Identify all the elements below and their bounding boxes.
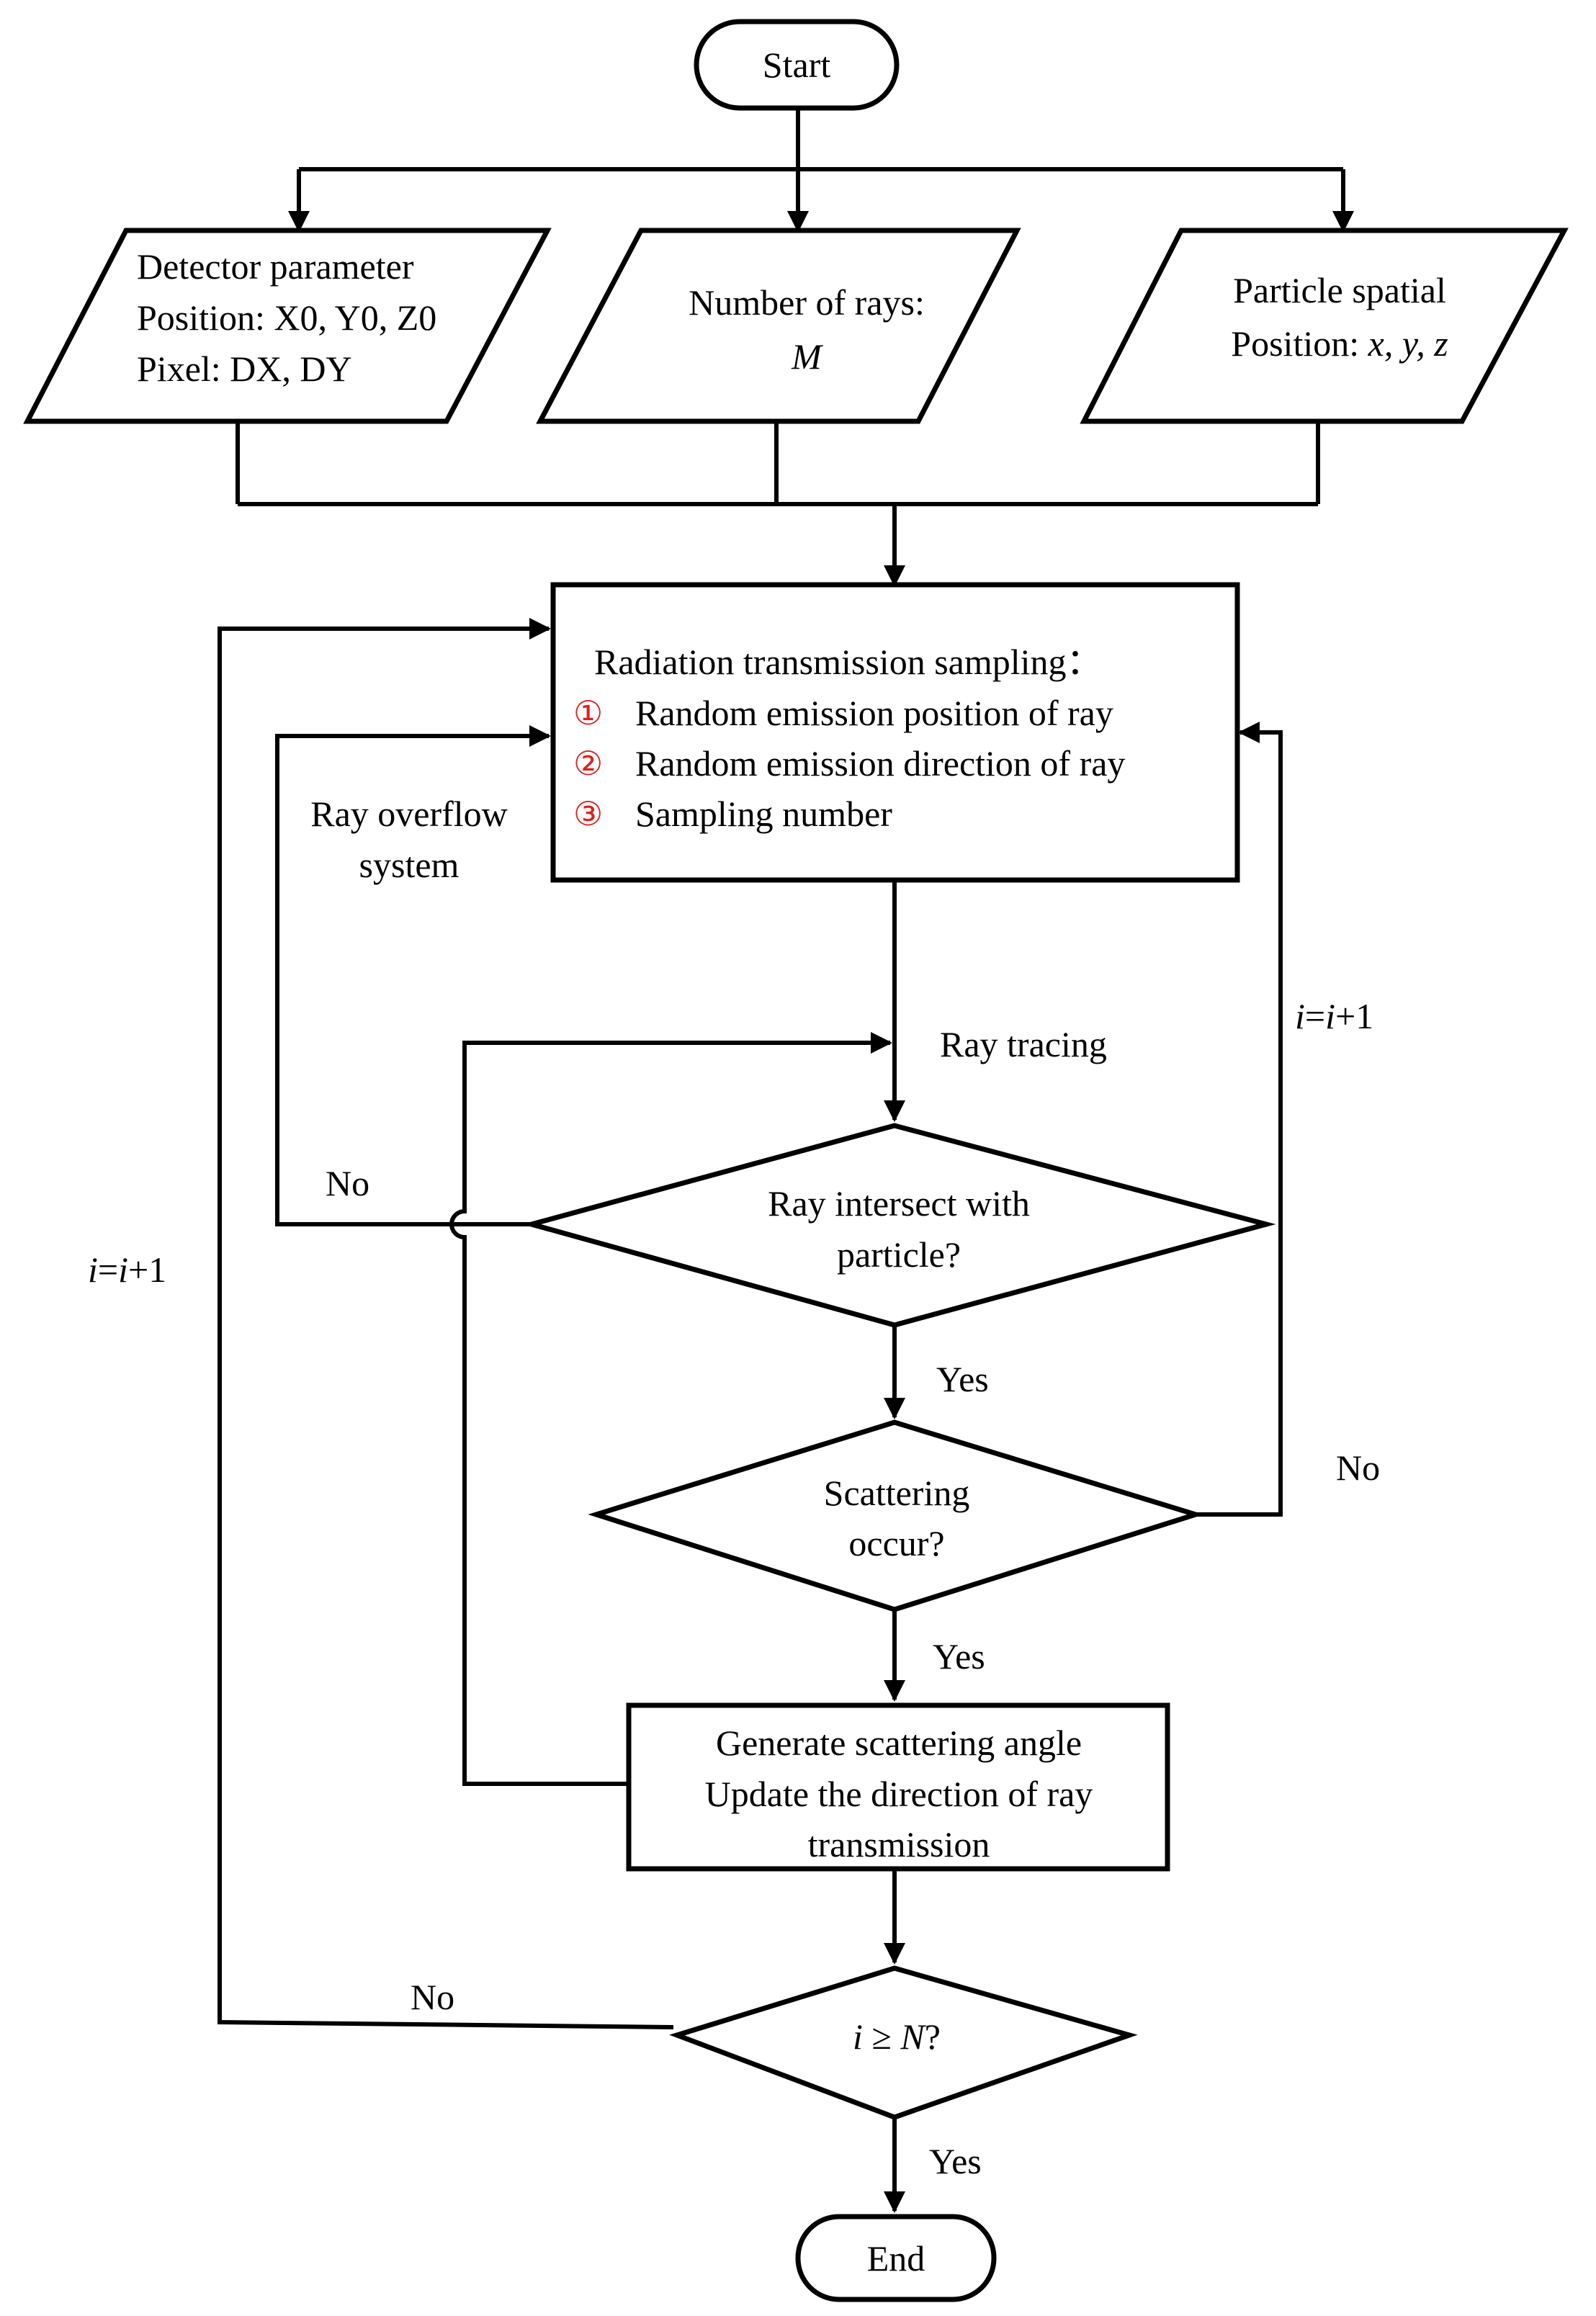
edge-labels: Ray overflow system Ray tracing No Yes N… xyxy=(88,794,1380,2181)
label-no-scatter: No xyxy=(1336,1448,1380,1488)
label-ray-overflow-2: system xyxy=(359,845,459,885)
decision-check: i ≥ N? xyxy=(669,1965,1138,2120)
sampling-item-2-text: Random emission direction of ray xyxy=(635,743,1125,784)
particle-line2-prefix: Position: xyxy=(1231,323,1368,364)
loop-check-no xyxy=(218,618,674,2029)
end-terminator: End xyxy=(795,2214,997,2302)
start-label: Start xyxy=(763,45,831,85)
generate-line2: Update the direction of ray xyxy=(705,1774,1093,1814)
input-rays: Number of rays: M xyxy=(536,228,1021,424)
start-terminator: Start xyxy=(694,19,900,111)
iter-right-var1: i xyxy=(1295,996,1305,1036)
label-yes-intersect: Yes xyxy=(936,1359,989,1399)
scattering-line2: occur? xyxy=(848,1523,944,1563)
detector-line1: Detector parameter xyxy=(137,246,414,287)
detector-line2: Position: X0, Y0, Z0 xyxy=(137,297,436,338)
particle-line1: Particle spatial xyxy=(1233,270,1446,310)
label-iter-left: i=i+1 xyxy=(88,1249,166,1290)
iter-left-plus: +1 xyxy=(128,1249,166,1290)
iter-right-var2: i xyxy=(1325,996,1335,1036)
sampling-item-1-marker: ① xyxy=(573,694,603,732)
iter-right-eq: = xyxy=(1305,996,1325,1036)
loop-scatter-no xyxy=(1196,722,1283,1517)
detector-line3: Pixel: DX, DY xyxy=(137,349,352,389)
sampling-item-3-text: Sampling number xyxy=(635,794,892,834)
iter-right-plus: +1 xyxy=(1335,996,1373,1036)
label-yes-scatter: Yes xyxy=(933,1636,985,1677)
particle-line2: Position: x, y, z xyxy=(1231,323,1448,364)
check-var-i: i xyxy=(853,2016,863,2057)
rays-line2: M xyxy=(791,336,823,377)
loop-generate-to-tracing xyxy=(449,1032,892,1786)
sampling-box: Radiation transmission sampling： ① Rando… xyxy=(550,582,1240,883)
iter-left-var1: i xyxy=(88,1249,98,1290)
decision-intersect: Ray intersect with particle? xyxy=(521,1123,1276,1328)
check-op: ≥ xyxy=(863,2016,900,2057)
check-condition: i ≥ N? xyxy=(853,2016,941,2057)
label-iter-right: i=i+1 xyxy=(1295,996,1373,1036)
check-q: ? xyxy=(925,2016,941,2057)
intersect-line2: particle? xyxy=(837,1234,961,1275)
sampling-title: Radiation transmission sampling： xyxy=(594,642,1103,682)
input-particle: Particle spatial Position: x, y, z xyxy=(1080,228,1569,424)
intersect-line1: Ray intersect with xyxy=(768,1183,1030,1224)
generate-line3: transmission xyxy=(808,1824,990,1864)
sampling-item-2-marker: ② xyxy=(573,744,603,783)
rays-line1: Number of rays: xyxy=(689,282,925,323)
loop-ray-overflow xyxy=(275,725,551,1226)
end-label: End xyxy=(867,2238,925,2279)
label-no-intersect: No xyxy=(326,1163,369,1203)
input-detector: Detector parameter Position: X0, Y0, Z0 … xyxy=(23,228,552,424)
sampling-item-1-text: Random emission position of ray xyxy=(635,693,1113,733)
label-yes-check: Yes xyxy=(929,2141,982,2181)
scattering-line1: Scattering xyxy=(824,1473,970,1513)
decision-scattering: Scattering occur? xyxy=(588,1419,1204,1612)
generate-box: Generate scattering angle Update the dir… xyxy=(626,1702,1170,1872)
iter-left-eq: = xyxy=(98,1249,118,1290)
check-var-n: N xyxy=(900,2016,926,2057)
iter-left-var2: i xyxy=(118,1249,128,1290)
generate-line1: Generate scattering angle xyxy=(716,1723,1082,1763)
sampling-item-3-marker: ③ xyxy=(573,794,603,833)
connectors xyxy=(218,108,1354,2213)
label-ray-overflow-1: Ray overflow xyxy=(310,794,508,834)
particle-line2-vars: x, y, z xyxy=(1368,323,1448,364)
label-ray-tracing: Ray tracing xyxy=(940,1024,1107,1064)
label-no-check: No xyxy=(411,1977,454,2017)
